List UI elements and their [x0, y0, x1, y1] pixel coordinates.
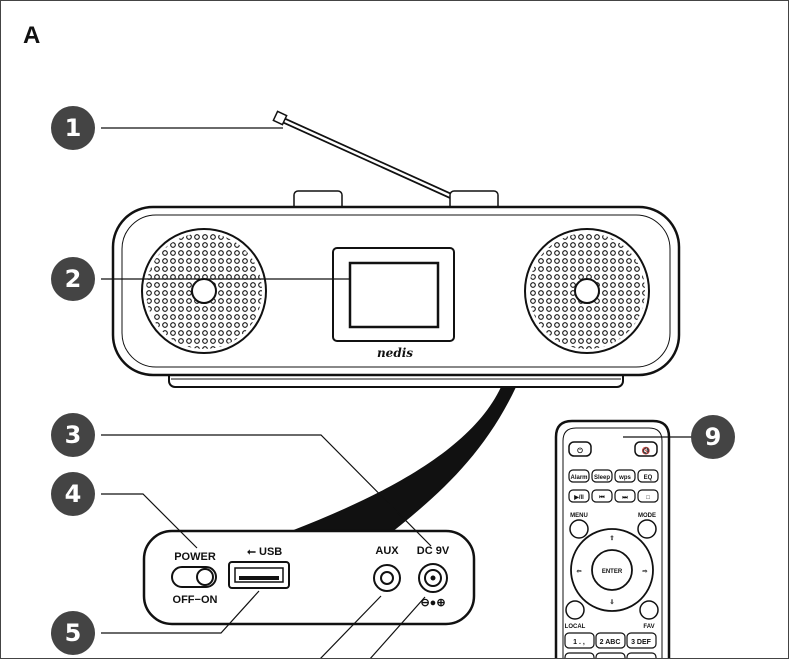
mute-icon: 🔇 [642, 446, 651, 455]
eq-button[interactable] [637, 469, 659, 483]
display [332, 247, 455, 342]
brand-logo: nedis [377, 346, 413, 360]
menu-label: MENU [570, 513, 588, 519]
mute-button[interactable] [634, 441, 658, 457]
key-1[interactable] [564, 632, 595, 649]
left-arrow-icon: ⇦ [575, 569, 581, 575]
eq-label: EQ [644, 475, 653, 481]
down-arrow-icon: ⇩ [609, 599, 614, 606]
speaker-right [524, 228, 650, 354]
right-arrow-icon: ⇨ [642, 569, 647, 575]
stop-icon: □ [646, 495, 650, 501]
play-pause-label: ▶/II [573, 494, 584, 501]
leader-lines [101, 127, 693, 658]
remote-row1: Alarm Sleep wps EQ [568, 469, 659, 483]
alarm-button[interactable] [568, 469, 590, 483]
key-2[interactable] [595, 632, 626, 649]
stop-button[interactable] [637, 489, 659, 503]
callout-5: 5 [51, 611, 95, 655]
mode-label: MODE [638, 513, 656, 519]
key-3[interactable] [626, 632, 657, 649]
key-2-label: 2 ABC [600, 639, 621, 646]
svg-text:1: 1 [65, 114, 82, 142]
radio-body: nedis [111, 205, 681, 388]
polarity-symbol: ⊖●⊕ [420, 597, 445, 609]
off-on-label: OFF−ON [173, 594, 218, 606]
aux-label: AUX [375, 545, 399, 557]
key-3-label: 3 DEF [631, 639, 652, 646]
menu-button[interactable] [569, 519, 589, 539]
zoom-wedge [291, 387, 516, 541]
svg-text:3: 3 [65, 421, 82, 449]
usb-label: USB [259, 546, 282, 558]
power-button[interactable] [568, 441, 592, 457]
key-row-next-2[interactable] [595, 652, 626, 659]
key-row-next-3[interactable] [626, 652, 657, 659]
enter-label: ENTER [602, 569, 623, 575]
alarm-label: Alarm [570, 475, 587, 481]
antenna [272, 110, 456, 200]
svg-text:2: 2 [65, 265, 82, 293]
power-label: POWER [174, 551, 216, 563]
panel-label: A [23, 22, 40, 49]
key-1-label: 1 . , [573, 639, 585, 646]
callout-4: 4 [51, 472, 95, 516]
remote-row2: ▶/II ⏮ ⏭ □ [568, 489, 659, 503]
prev-button[interactable] [591, 489, 613, 503]
key-row-next[interactable] [564, 652, 595, 659]
mode-button[interactable] [637, 519, 657, 539]
remote-control: ⏻ 🔇 Alarm Sleep wps EQ ▶/II ⏮ ⏭ □ MENU M… [554, 419, 671, 659]
up-arrow-icon: ⇧ [609, 535, 614, 542]
callout-1: 1 [51, 106, 95, 150]
speaker-left [141, 228, 267, 354]
dc-label: DC 9V [417, 545, 450, 557]
local-label: LOCAL [565, 624, 586, 630]
back-panel: POWER OFF−ON ⭠ USB AUX DC 9V ⊖●⊕ [142, 529, 476, 626]
prev-icon: ⏮ [599, 495, 605, 501]
next-icon: ⏭ [622, 495, 628, 501]
power-icon: ⏻ [577, 447, 583, 455]
fav-label: FAV [643, 624, 654, 630]
usb-icon: ⭠ [247, 546, 256, 558]
sleep-button[interactable] [591, 469, 613, 483]
sleep-label: Sleep [594, 475, 610, 481]
enter-button[interactable] [591, 549, 633, 591]
next-button[interactable] [614, 489, 636, 503]
callout-2: 2 [51, 257, 95, 301]
local-button[interactable] [565, 600, 585, 620]
play-pause-button[interactable] [568, 489, 590, 503]
svg-text:4: 4 [65, 480, 82, 508]
callout-3: 3 [51, 413, 95, 457]
wps-label: wps [618, 475, 631, 481]
svg-text:5: 5 [65, 619, 82, 647]
wps-button[interactable] [614, 469, 636, 483]
fav-button[interactable] [639, 600, 659, 620]
svg-text:9: 9 [705, 423, 722, 451]
callout-9: 9 [691, 415, 735, 459]
